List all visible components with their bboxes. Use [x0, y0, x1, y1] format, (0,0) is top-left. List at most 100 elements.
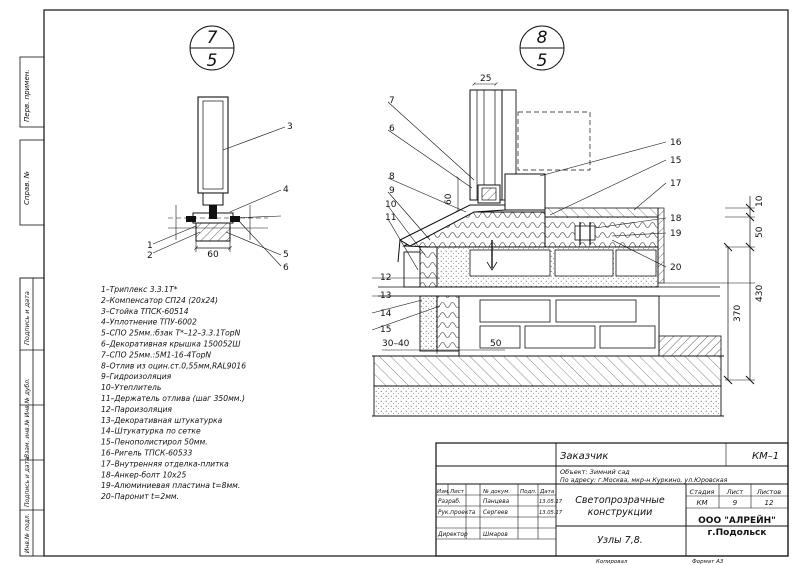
node-7-callouts: 1 2 3 4 5 6: [147, 122, 293, 273]
customer-label: Заказчик: [560, 451, 608, 462]
callout-8-14: 14: [380, 309, 392, 319]
node-8-callouts-right: 16 15 17 18 19 20: [670, 138, 682, 273]
copied-label: Копировал: [596, 559, 628, 565]
dim-25: 25: [480, 74, 491, 84]
legend: 1–Триплекс 3.3.1Т* 2–Компенсатор СП24 (20…: [101, 285, 246, 501]
object-name: Объект: Зимний сад: [560, 468, 630, 476]
node-7-sheet: 5: [207, 51, 218, 71]
legend-item: 19–Алюминиевая пластина t=8мм.: [101, 481, 240, 490]
stamp-perv-primen: Перв. примен.: [23, 69, 31, 122]
sheets-value: 12: [765, 499, 774, 507]
doc-title-2: конструкции: [588, 507, 653, 518]
stamp-podpis-data-1: Подпись и дата: [23, 291, 31, 345]
legend-item: 2–Компенсатор СП24 (20х24): [101, 296, 218, 305]
col-doc: № докум.: [482, 489, 510, 495]
object-address: По адресу: г.Москва, мкр-н Куркино, ул.Ю…: [560, 477, 728, 484]
row1-date: 13.05.17: [539, 499, 563, 505]
legend-item: 14–Штукатурка по сетке: [101, 427, 201, 436]
callout-8-15b: 15: [670, 156, 681, 166]
format-label: Формат А3: [692, 559, 724, 565]
stamp-inv-podl: Инв.№ подл.: [24, 513, 31, 553]
callout-8-12: 12: [380, 273, 391, 283]
callout-8-8: 8: [389, 172, 395, 182]
stage-label: Стадия: [690, 488, 715, 496]
col-list: Лист: [449, 489, 465, 495]
sheet-title: Узлы 7,8.: [597, 535, 643, 546]
dim-50-top: 50: [755, 226, 765, 238]
callout-8-10: 10: [385, 200, 397, 210]
company-city: г.Подольск: [707, 528, 766, 538]
legend-item: 13–Декоративная штукатурка: [101, 416, 223, 425]
stage-value: КМ: [696, 499, 707, 507]
row3-name: Шмаров: [483, 532, 508, 538]
node-8-marker: 8 5: [519, 25, 565, 71]
dim-50-bottom: 50: [490, 339, 502, 349]
node-8-sheet: 5: [537, 51, 548, 71]
callout-8-17: 17: [670, 179, 681, 189]
dim-370: 370: [733, 305, 743, 322]
callout-8-20: 20: [670, 263, 682, 273]
dim-30-40: 30–40: [382, 339, 410, 349]
doc-title-1: Светопрозрачные: [575, 495, 665, 506]
legend-item: 11–Держатель отлива (шаг 350мм.): [101, 394, 245, 403]
sheets-label: Листов: [756, 488, 781, 496]
legend-item: 6–Декоративная крышка 150052Ш: [101, 340, 241, 349]
callout-7-3: 3: [287, 122, 293, 132]
dim-10: 10: [755, 195, 765, 207]
legend-item: 8–Отлив из оцин.ст.0,55мм,RAL9016: [101, 361, 246, 370]
callout-7-1: 1: [147, 241, 153, 251]
node-7-number: 7: [207, 28, 218, 48]
sheet-label: Лист: [726, 488, 744, 496]
callout-8-16: 16: [670, 138, 682, 148]
node-8-number: 8: [537, 28, 548, 48]
row1-role: Разраб.: [438, 499, 461, 505]
dim-60-right: 60: [444, 193, 454, 205]
node-8-callouts-left: 7 6 8 9 10 11 12 13 14 15: [380, 96, 397, 335]
callout-7-2: 2: [147, 251, 153, 261]
row2-date: 13.05.17: [539, 510, 563, 516]
title-block: Заказчик КМ–1 Объект: Зимний сад По адре…: [435, 442, 789, 565]
callout-8-18: 18: [670, 214, 682, 224]
row1-name: Панцева: [483, 499, 510, 505]
row2-name: Сергеев: [483, 510, 508, 516]
col-sign: Подп.: [520, 489, 537, 495]
callout-8-15: 15: [380, 325, 391, 335]
stamp-inv-dubl: Взам. инв.№ Инв.№ дубл.: [24, 378, 31, 458]
col-date: Дата: [539, 489, 555, 495]
dim-60-left: 60: [207, 250, 219, 260]
stamp-sprav: Справ. №: [23, 171, 31, 205]
callout-8-9: 9: [389, 186, 395, 196]
legend-item: 3–Стойка ТПСК-60514: [101, 307, 189, 316]
node-7-detail: 60: [152, 96, 286, 267]
callout-7-5: 5: [283, 250, 289, 260]
company-name: ООО "АЛРЕЙН": [698, 514, 776, 526]
col-izm: Изм.: [437, 489, 450, 495]
callout-8-6: 6: [389, 124, 395, 134]
callout-8-19: 19: [670, 229, 682, 239]
legend-item: 7–СПО 25мм.:5М1-16-4ТорN: [101, 350, 211, 359]
dim-430: 430: [755, 285, 765, 302]
node-7-marker: 7 5: [189, 25, 235, 71]
sheet-value: 9: [733, 499, 738, 507]
drawing-code: КМ–1: [752, 451, 779, 462]
legend-item: 12–Пароизоляция: [101, 405, 172, 414]
side-stamp: Перв. примен. Справ. № Подпись и дата Вз…: [19, 56, 45, 557]
callout-8-13: 13: [380, 291, 391, 301]
legend-item: 1–Триплекс 3.3.1Т*: [101, 285, 178, 294]
row2-role: Рук.проекта: [438, 510, 476, 516]
row3-role: Директор: [437, 532, 468, 538]
node-8-detail: 25 60: [371, 74, 765, 417]
legend-item: 10–Утеплитель: [101, 383, 161, 392]
legend-item: 5–СПО 25мм.:бзак Т*–12–3.3.1ТорN: [101, 329, 241, 338]
legend-item: 16–Ригель ТПСК-60533: [101, 449, 192, 458]
callout-7-4: 4: [283, 185, 289, 195]
callout-8-11: 11: [385, 213, 396, 223]
callout-8-7: 7: [389, 96, 395, 106]
legend-item: 17–Внутренняя отделка-плитка: [101, 459, 229, 468]
legend-item: 15–Пенополистирол 50мм.: [101, 438, 208, 447]
legend-item: 18–Анкер-болт 10х25: [101, 470, 186, 479]
legend-item: 9–Гидроизоляция: [101, 372, 172, 381]
stamp-podpis-data-2: Подпись и дата: [24, 457, 31, 507]
callout-7-6: 6: [283, 263, 289, 273]
